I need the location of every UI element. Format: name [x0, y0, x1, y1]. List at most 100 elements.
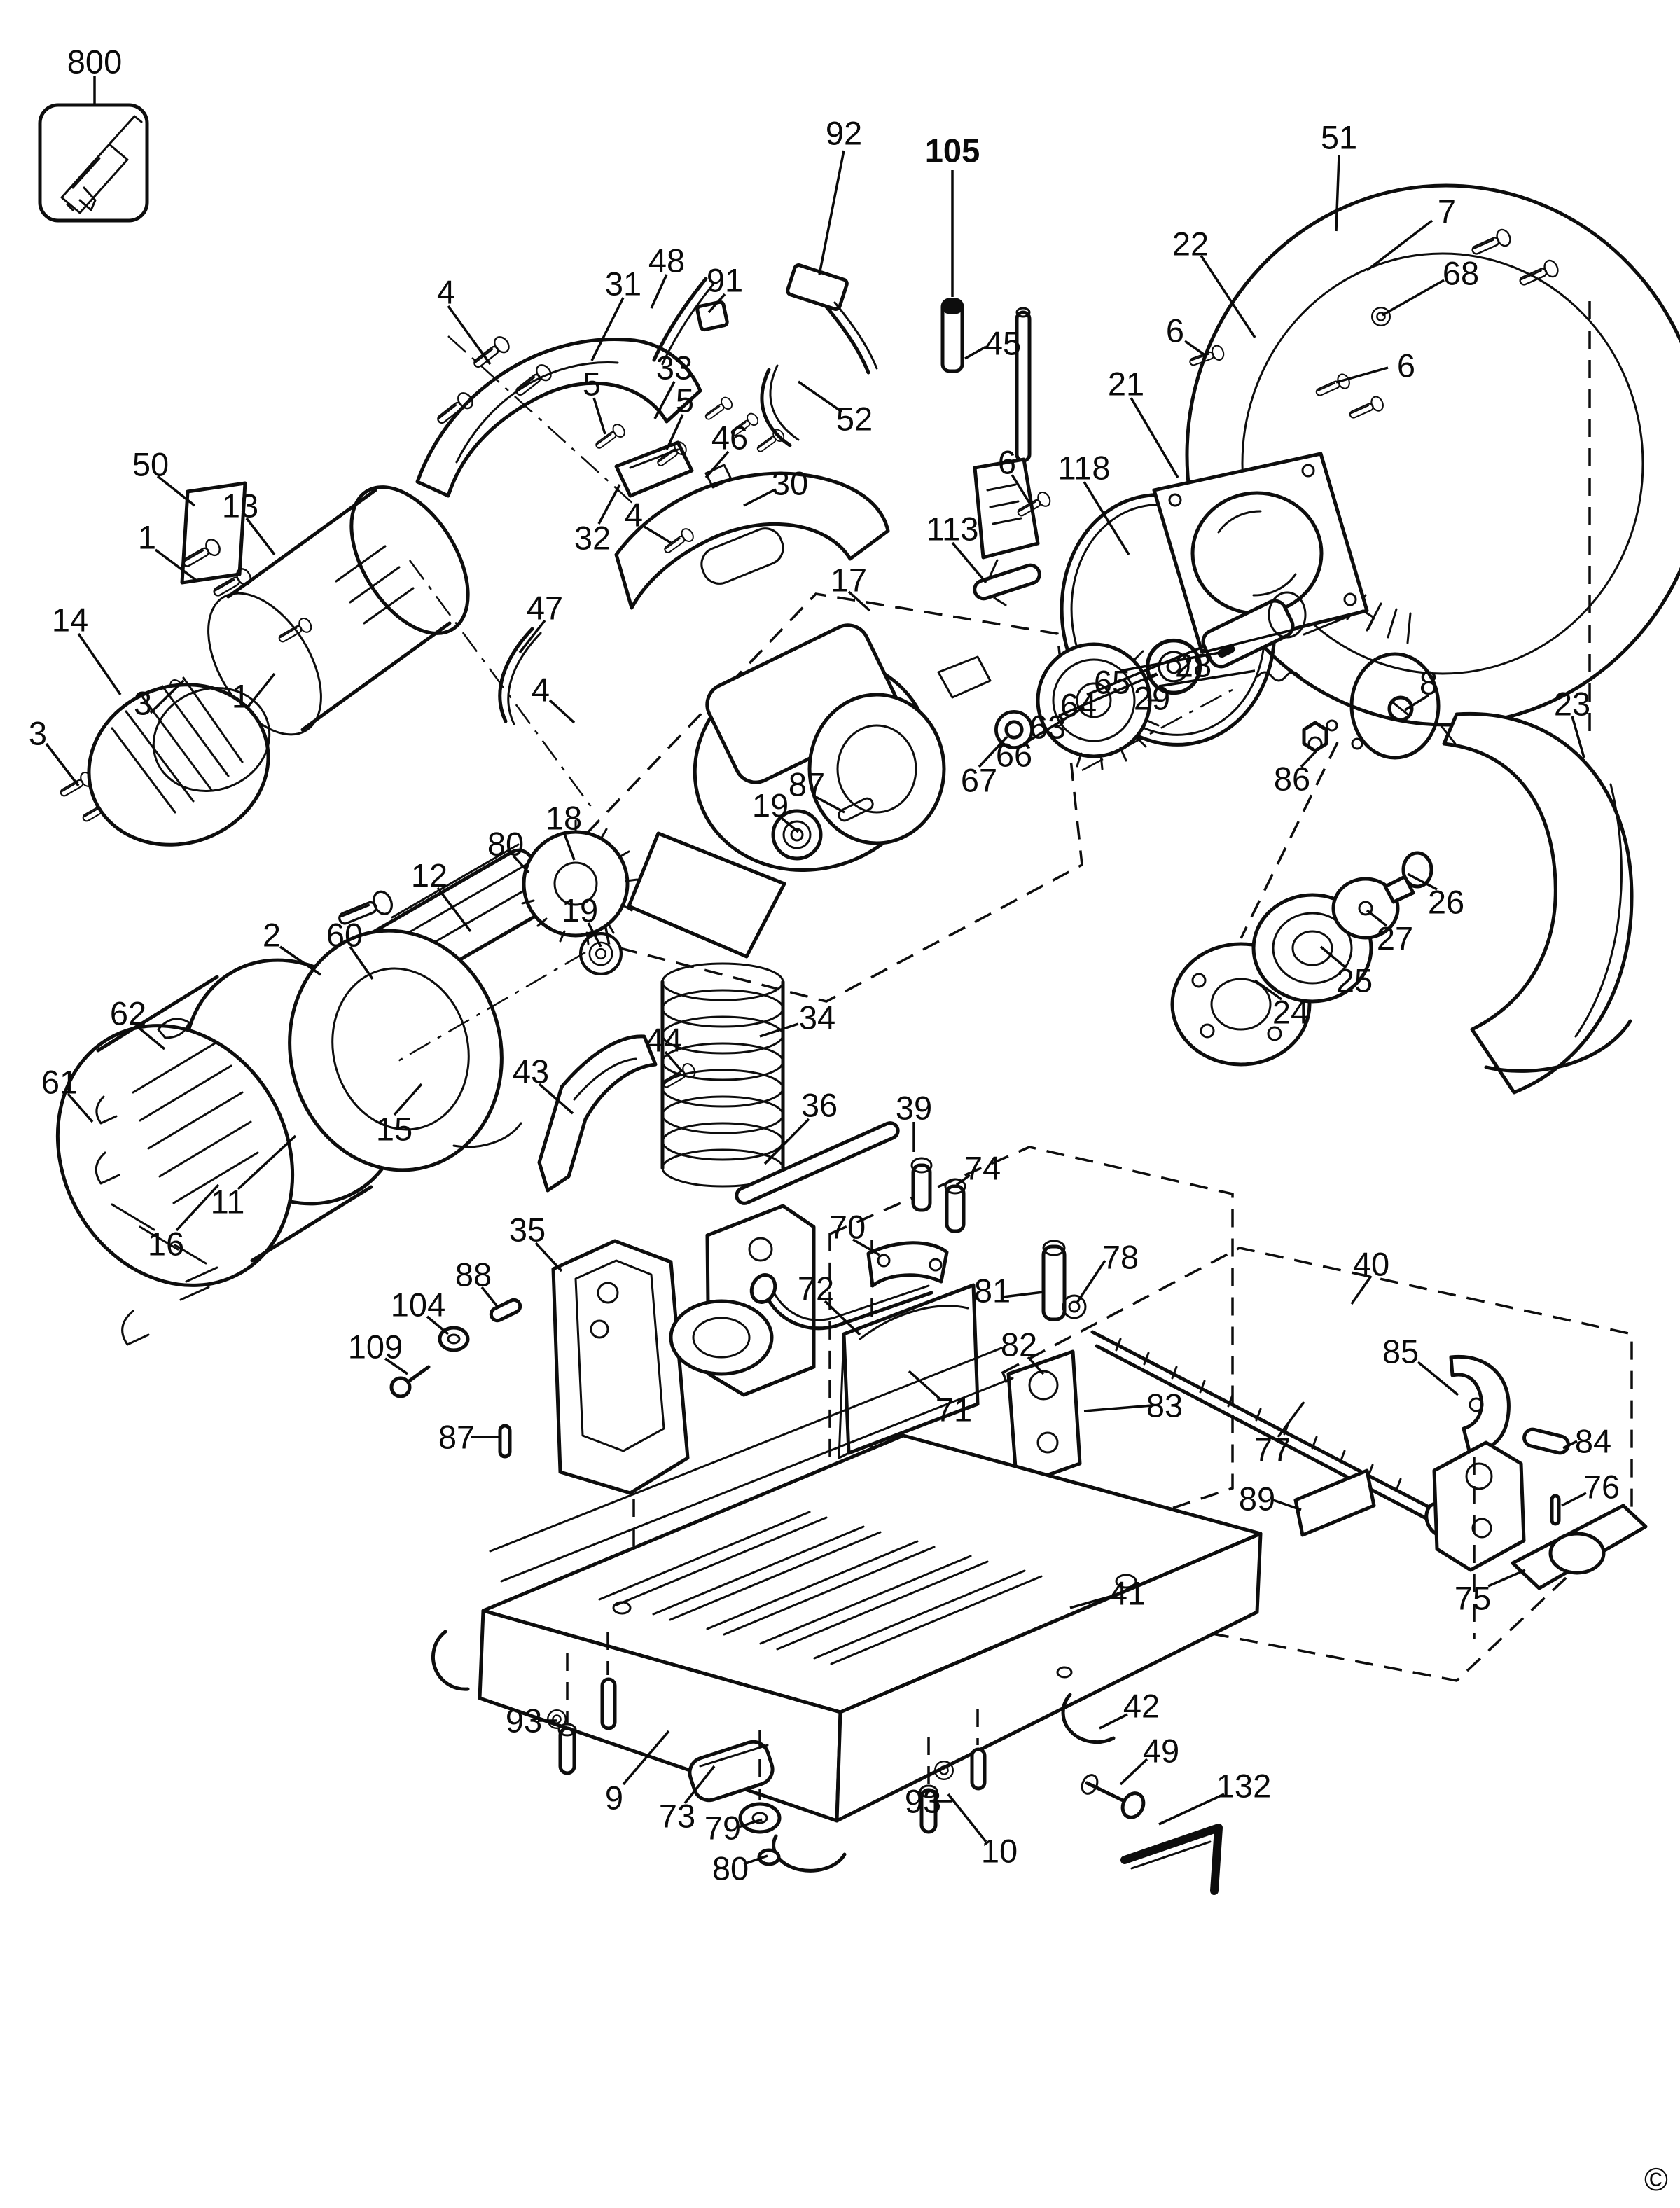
cord-and-switch [498, 263, 1040, 725]
part-callout-7: 7 [1437, 193, 1457, 230]
leader-line [45, 742, 80, 787]
part-callout-31: 31 [604, 265, 642, 303]
leader-line [512, 854, 530, 874]
leader-line [1083, 1404, 1153, 1412]
leader-line [665, 414, 684, 450]
part-callout-65: 65 [1093, 663, 1131, 701]
part-callout-82: 82 [1000, 1326, 1038, 1363]
leader-line [1319, 945, 1347, 969]
part-callout-800: 800 [67, 43, 123, 81]
part-callout-132: 132 [1216, 1767, 1272, 1805]
part-callout-34: 34 [798, 999, 836, 1036]
leader-line [824, 1300, 861, 1336]
part-callout-45: 45 [984, 324, 1022, 362]
part-callout-87: 87 [788, 765, 826, 803]
leader-line [592, 397, 606, 435]
leader-line [175, 1183, 220, 1232]
leader-line [1417, 1361, 1459, 1396]
part-callout-36: 36 [800, 1086, 838, 1124]
part-callout-44: 44 [645, 1021, 683, 1059]
part-callout-19: 19 [561, 891, 599, 929]
leader-line [1083, 481, 1130, 555]
part-callout-80: 80 [487, 825, 525, 863]
leader-line [1562, 1440, 1578, 1450]
vise-assembly [1001, 1240, 1648, 1682]
leader-line [548, 699, 576, 724]
part-callout-52: 52 [835, 400, 873, 438]
leader-line [1120, 651, 1221, 672]
leader-line [1201, 627, 1298, 654]
part-callout-83: 83 [1146, 1387, 1183, 1424]
gear-case [518, 592, 1083, 1003]
part-callout-1: 1 [231, 677, 251, 715]
part-callout-33: 33 [655, 349, 693, 387]
leader-line [1183, 340, 1207, 357]
leader-line [154, 548, 199, 583]
part-callout-88: 88 [454, 1256, 492, 1293]
leader-line [149, 679, 185, 714]
hold-down-kit [749, 1146, 1234, 1574]
part-callout-6: 6 [1165, 312, 1185, 349]
leader-line [587, 922, 602, 947]
part-callout-30: 30 [771, 464, 809, 502]
leader-line [1487, 1569, 1526, 1588]
part-callout-43: 43 [512, 1053, 550, 1090]
leader-line [436, 887, 472, 933]
part-callout-93: 93 [904, 1782, 942, 1820]
part-callout-62: 62 [109, 994, 147, 1032]
part-callout-109: 109 [347, 1328, 403, 1366]
leader-line [384, 1357, 408, 1375]
part-callout-81: 81 [973, 1272, 1011, 1310]
part-callout-49: 49 [1142, 1732, 1180, 1770]
leader-line [1382, 279, 1445, 317]
part-callout-66: 66 [995, 736, 1033, 774]
leader-line [815, 796, 845, 814]
leader-line [393, 1083, 423, 1116]
leader-line [1277, 1401, 1305, 1438]
part-callout-32: 32 [574, 519, 611, 557]
part-callout-70: 70 [828, 1208, 866, 1246]
leader-line [1366, 909, 1388, 927]
leader-line [156, 475, 196, 507]
part-callout-79: 79 [704, 1809, 742, 1847]
part-callout-50: 50 [132, 445, 169, 483]
leader-line [664, 1050, 683, 1073]
part-callout-48: 48 [648, 242, 686, 279]
part-callout-21: 21 [1107, 365, 1145, 403]
part-callout-93: 93 [505, 1702, 543, 1740]
part-callout-26: 26 [1427, 883, 1465, 921]
leader-line [1027, 1356, 1045, 1375]
leader-line [77, 633, 122, 695]
leader-line [1350, 1275, 1373, 1305]
leader-line [279, 945, 321, 976]
part-callout-14: 14 [51, 601, 89, 639]
leader-line [1158, 1793, 1225, 1826]
part-callout-11: 11 [210, 1183, 245, 1221]
leader-line [908, 1370, 943, 1402]
leader-line [650, 274, 668, 309]
leader-line [777, 814, 800, 833]
part-callout-67: 67 [960, 761, 998, 799]
leader-line [1099, 1713, 1128, 1730]
spindle-parts [996, 591, 1375, 772]
leader-line [1366, 219, 1433, 272]
flange-plate [973, 452, 1369, 747]
copyright-mark: © [1644, 2161, 1668, 2197]
part-callout-4: 4 [531, 671, 550, 709]
leader-line [237, 1134, 297, 1190]
leader-line [135, 1025, 166, 1050]
leader-line [847, 590, 871, 612]
part-callout-2: 2 [262, 916, 282, 954]
part-callout-19: 19 [751, 786, 789, 824]
leader-line [1076, 1260, 1106, 1303]
leader-line [1335, 366, 1389, 384]
part-callout-1: 1 [137, 518, 157, 556]
leader-line [67, 1092, 94, 1123]
part-callout-15: 15 [375, 1110, 413, 1148]
leader-line [1058, 672, 1158, 717]
part-callout-12: 12 [410, 856, 448, 894]
leader-line [852, 1238, 880, 1256]
part-callout-4: 4 [624, 496, 644, 534]
leader-line [1300, 749, 1318, 768]
